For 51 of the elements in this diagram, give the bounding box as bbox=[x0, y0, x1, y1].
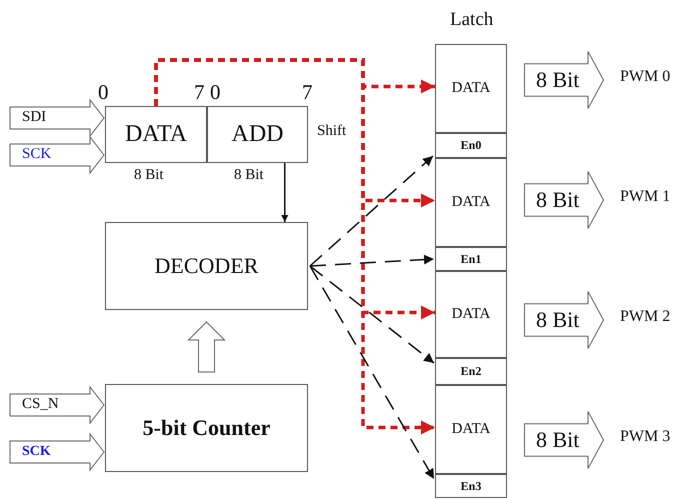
block-label: 8 Bit bbox=[536, 187, 580, 213]
block-label: DATA bbox=[452, 80, 490, 97]
dashed-arrow bbox=[310, 155, 434, 267]
output-label: PWM 1 bbox=[620, 188, 670, 206]
bit-width-label: 8 Bit bbox=[134, 167, 164, 184]
block-label: DATA bbox=[124, 121, 188, 148]
block-label: ADD bbox=[232, 121, 284, 148]
block-label: 8 Bit bbox=[536, 427, 580, 453]
bit-index-label: 7 bbox=[194, 80, 204, 105]
output-label: PWM 0 bbox=[620, 68, 670, 86]
enable-cell bbox=[435, 358, 507, 385]
column-heading: Latch bbox=[450, 9, 494, 31]
output-label: PWM 2 bbox=[620, 308, 670, 326]
block-label: DECODER bbox=[154, 253, 258, 279]
block-label: 8 Bit bbox=[536, 67, 580, 93]
hollow-arrow bbox=[10, 432, 105, 472]
dashed-arrow bbox=[154, 58, 435, 434]
latch-data-cell bbox=[435, 271, 507, 358]
block-label: En3 bbox=[460, 478, 482, 494]
signal-label: SDI bbox=[22, 109, 46, 126]
block-label: 5-bit Counter bbox=[142, 415, 270, 441]
hollow-arrow bbox=[10, 98, 105, 138]
dashed-arrow bbox=[310, 254, 434, 267]
enable-cell bbox=[435, 133, 507, 158]
decoder-box bbox=[105, 222, 308, 310]
counter-box bbox=[105, 384, 308, 472]
dashed-arrow bbox=[309, 266, 435, 480]
signal-label: CS_N bbox=[22, 396, 59, 413]
latch-data-cell bbox=[435, 158, 507, 247]
block-label: DATA bbox=[452, 306, 490, 323]
signal-label: SCK bbox=[22, 146, 52, 163]
bit-index-label: 0 bbox=[210, 80, 220, 105]
latch-data-cell bbox=[435, 385, 507, 474]
hollow-arrow bbox=[10, 386, 105, 424]
signal-label: SCK bbox=[22, 443, 51, 460]
bit-index-label: 7 bbox=[302, 80, 312, 105]
block-label: DATA bbox=[452, 421, 490, 438]
hollow-arrow bbox=[10, 136, 105, 174]
enable-cell bbox=[435, 247, 507, 271]
block-label: DATA bbox=[452, 194, 490, 211]
bit-width-label: 8 Bit bbox=[234, 167, 264, 184]
block-label: En2 bbox=[460, 364, 482, 379]
block-label: 8 Bit bbox=[536, 307, 580, 333]
block-label: En0 bbox=[460, 138, 482, 153]
bit-index-label: 0 bbox=[98, 80, 108, 105]
arrow bbox=[281, 163, 288, 222]
side-label: Shift bbox=[317, 123, 346, 140]
block-label: En1 bbox=[460, 252, 482, 266]
hollow-arrow bbox=[187, 321, 226, 372]
output-label: PWM 3 bbox=[620, 428, 670, 446]
dashed-arrow bbox=[310, 265, 434, 364]
